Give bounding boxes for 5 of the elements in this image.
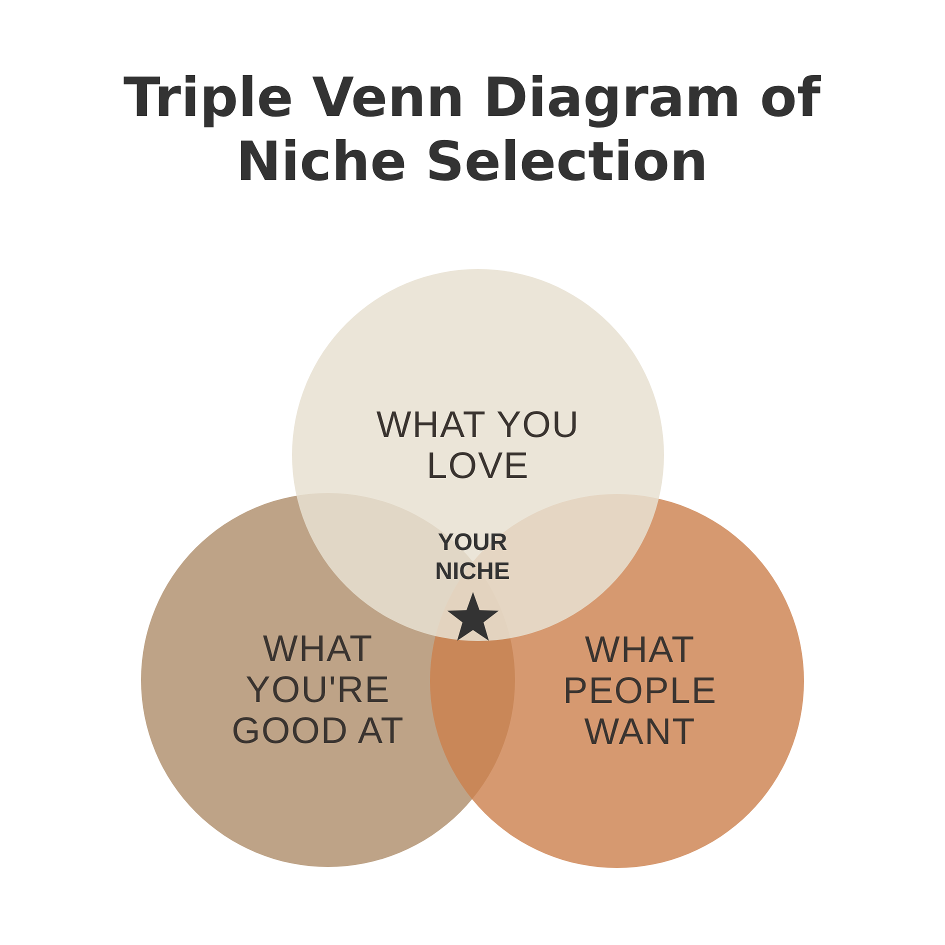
center-label: YOUR NICHE	[434, 528, 511, 586]
circle-label: WHAT PEOPLE WANT	[562, 629, 718, 752]
circle-label: WHAT YOU LOVE	[375, 404, 581, 486]
title: Triple Venn Diagram of Niche Selection	[122, 66, 822, 194]
circle-label: WHAT YOU'RE GOOD AT	[230, 628, 406, 751]
